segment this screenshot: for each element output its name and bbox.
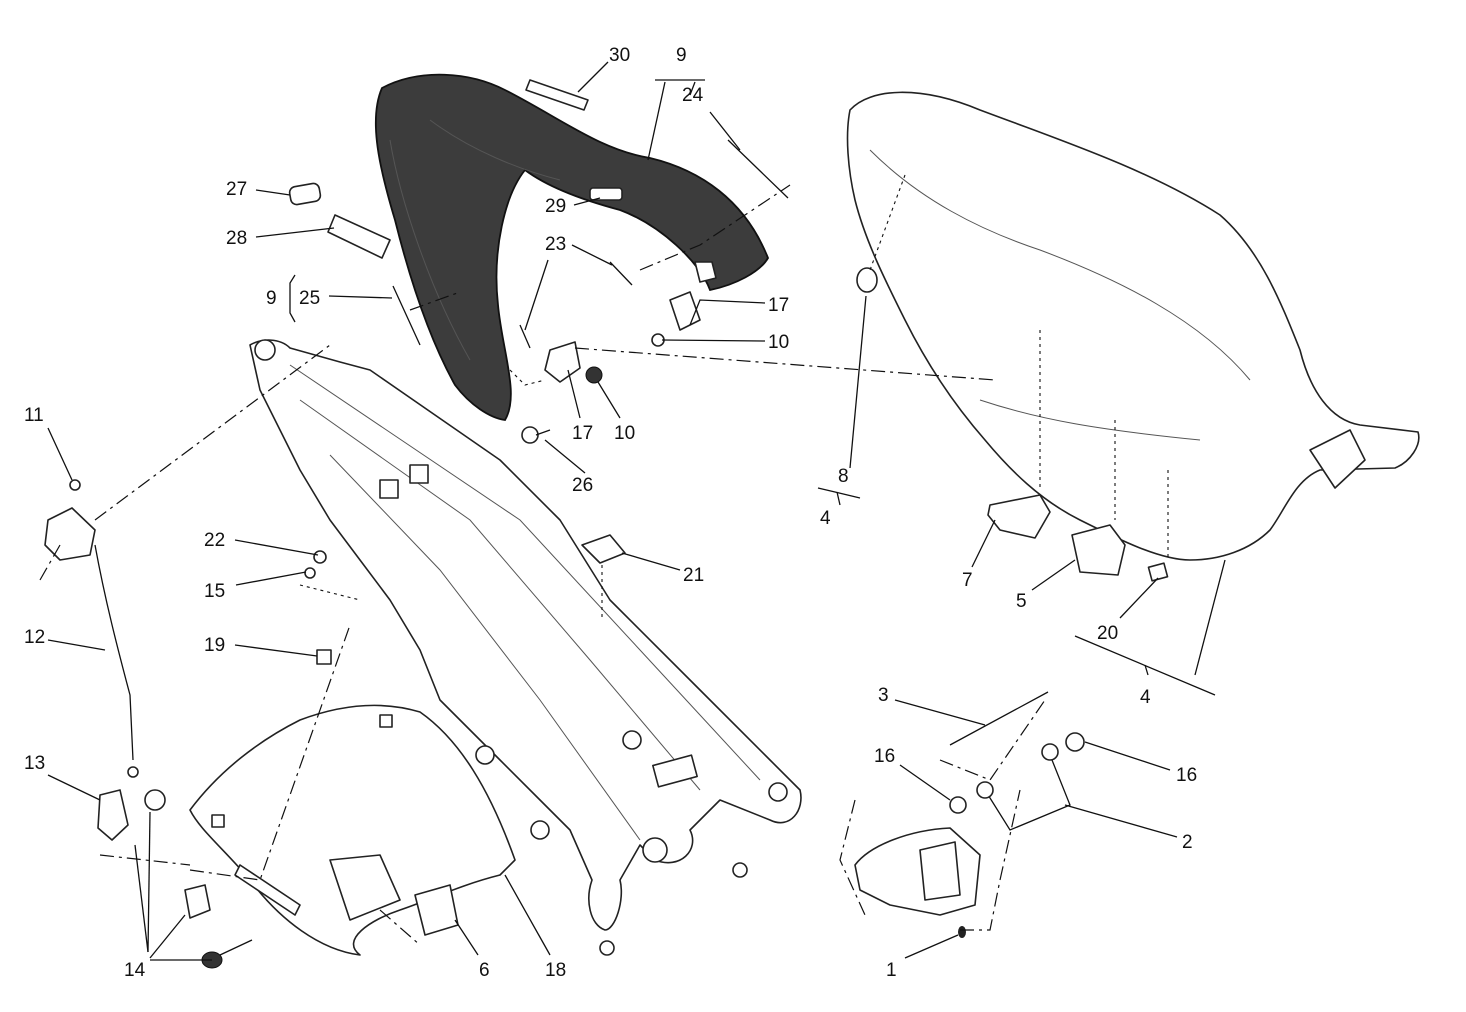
label-10-bottom: 10 bbox=[614, 423, 635, 444]
cable-12 bbox=[94, 544, 139, 778]
grommet-8 bbox=[856, 267, 878, 293]
latch-plate bbox=[44, 479, 96, 561]
label-7: 7 bbox=[962, 570, 973, 591]
bracket-2 bbox=[976, 743, 1071, 831]
label-15: 15 bbox=[204, 581, 225, 602]
bushing-16-right bbox=[1065, 732, 1085, 752]
bushing-16-left bbox=[949, 796, 967, 814]
label-17-bottom: 17 bbox=[572, 423, 593, 444]
label-30: 30 bbox=[609, 45, 630, 66]
undertray-18 bbox=[189, 704, 516, 956]
bracket-17-bottom bbox=[544, 341, 581, 383]
nut-20 bbox=[1147, 562, 1169, 582]
pin-23-a bbox=[609, 261, 633, 286]
rider-seat bbox=[846, 91, 1420, 561]
label-22: 22 bbox=[204, 530, 225, 551]
label-13: 13 bbox=[24, 753, 45, 774]
screw-15 bbox=[304, 567, 316, 579]
pin-25 bbox=[392, 285, 421, 346]
label-3: 3 bbox=[878, 685, 889, 706]
label-4-right: 4 bbox=[1140, 687, 1151, 708]
nut-10-bottom bbox=[585, 366, 603, 384]
label-25: 25 bbox=[299, 288, 320, 309]
label-5: 5 bbox=[1016, 591, 1027, 612]
clip-7 bbox=[987, 494, 1051, 539]
label-21: 21 bbox=[683, 565, 704, 586]
nut-14 bbox=[144, 789, 166, 811]
rod-3 bbox=[949, 691, 1049, 746]
leader-lines bbox=[47, 61, 1226, 961]
screw-22 bbox=[313, 550, 327, 564]
label-23: 23 bbox=[545, 234, 566, 255]
label-11: 11 bbox=[24, 405, 44, 426]
label-2: 2 bbox=[1182, 832, 1193, 853]
badge-29 bbox=[589, 187, 623, 201]
pin-23-b bbox=[519, 324, 531, 349]
label-20: 20 bbox=[1097, 623, 1118, 644]
lock-body bbox=[854, 827, 981, 916]
label-17-top: 17 bbox=[768, 295, 789, 316]
label-16-right: 16 bbox=[1176, 765, 1197, 786]
clip-19 bbox=[316, 649, 332, 665]
label-1: 1 bbox=[886, 960, 897, 981]
grommet-21 bbox=[581, 534, 626, 564]
sticker-30 bbox=[525, 79, 589, 111]
pad-27 bbox=[288, 182, 322, 206]
part-labels: 30 9 24 27 28 29 23 9 25 17 10 17 10 26 … bbox=[24, 45, 1197, 981]
label-19: 19 bbox=[204, 635, 225, 656]
lock-14 bbox=[184, 884, 211, 919]
pin-26 bbox=[521, 426, 551, 444]
label-9-top: 9 bbox=[676, 45, 687, 66]
screw-1 bbox=[958, 926, 966, 938]
block-6 bbox=[414, 884, 459, 936]
label-24: 24 bbox=[682, 85, 704, 106]
label-8: 8 bbox=[838, 466, 849, 487]
seat-cowl bbox=[374, 73, 769, 421]
key-14 bbox=[201, 939, 253, 969]
label-6: 6 bbox=[479, 960, 490, 981]
pad-28 bbox=[327, 214, 391, 259]
label-28: 28 bbox=[226, 228, 247, 249]
label-14: 14 bbox=[124, 960, 146, 981]
screw-24 bbox=[727, 139, 789, 199]
clip-5 bbox=[1071, 524, 1126, 576]
bracket-13 bbox=[97, 789, 129, 841]
label-10-top: 10 bbox=[768, 332, 789, 353]
label-26: 26 bbox=[572, 475, 593, 496]
rear-subframe bbox=[249, 339, 802, 956]
assembly-lines bbox=[39, 174, 1169, 946]
label-12: 12 bbox=[24, 627, 45, 648]
label-29: 29 bbox=[545, 196, 566, 217]
label-9-left: 9 bbox=[266, 288, 277, 309]
bracket-17-top bbox=[669, 261, 717, 331]
label-18: 18 bbox=[545, 960, 566, 981]
label-4-mid: 4 bbox=[820, 508, 831, 529]
label-16-left: 16 bbox=[874, 746, 895, 767]
label-27: 27 bbox=[226, 179, 247, 200]
